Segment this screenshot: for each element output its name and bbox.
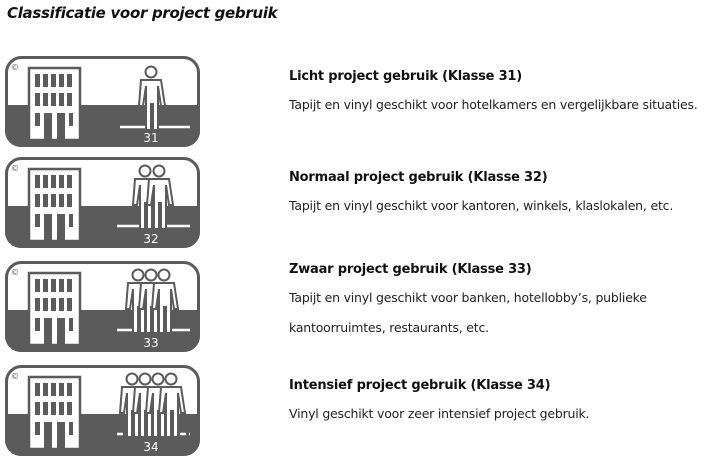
class-31-heading: Licht project gebruik (Klasse 31) <box>289 69 523 84</box>
class-33-description-line-1: Tapijt en vinyl geschikt voor banken, ho… <box>289 290 647 305</box>
svg-text:©: © <box>11 63 19 72</box>
svg-text:©: © <box>11 268 19 277</box>
class-34-heading: Intensief project gebruik (Klasse 34) <box>289 378 551 393</box>
svg-text:33: 33 <box>143 336 158 350</box>
class-32-badge: © 32 <box>5 157 200 248</box>
building-three-persons-icon: © 33 <box>5 261 200 352</box>
svg-text:©: © <box>11 372 19 381</box>
class-33-text: Zwaar project gebruik (Klasse 33) Tapijt… <box>289 261 707 337</box>
class-31-text: Licht project gebruik (Klasse 31) Tapijt… <box>289 68 707 114</box>
building-two-persons-icon: © 32 <box>5 157 200 248</box>
svg-text:31: 31 <box>143 131 158 145</box>
page-title: Classificatie voor project gebruik <box>7 4 278 22</box>
class-33-description-line-2: kantoorruimtes, restaurants, etc. <box>289 320 489 335</box>
class-32-heading: Normaal project gebruik (Klasse 32) <box>289 170 548 185</box>
class-34-badge: © 34 <box>5 365 200 456</box>
building-one-person-icon: © 31 <box>5 56 200 147</box>
class-32-text: Normaal project gebruik (Klasse 32) Tapi… <box>289 169 707 215</box>
class-34-description: Vinyl geschikt voor zeer intensief proje… <box>289 406 590 421</box>
svg-text:©: © <box>11 164 19 173</box>
class-31-description: Tapijt en vinyl geschikt voor hotelkamer… <box>289 97 698 112</box>
class-34-text: Intensief project gebruik (Klasse 34) Vi… <box>289 377 707 423</box>
class-33-badge: © 33 <box>5 261 200 352</box>
class-33-heading: Zwaar project gebruik (Klasse 33) <box>289 262 532 277</box>
class-32-description: Tapijt en vinyl geschikt voor kantoren, … <box>289 198 674 213</box>
svg-text:32: 32 <box>143 232 158 246</box>
building-four-persons-icon: © 34 <box>5 365 200 456</box>
svg-text:34: 34 <box>143 440 158 454</box>
class-31-badge: © 31 <box>5 56 200 147</box>
